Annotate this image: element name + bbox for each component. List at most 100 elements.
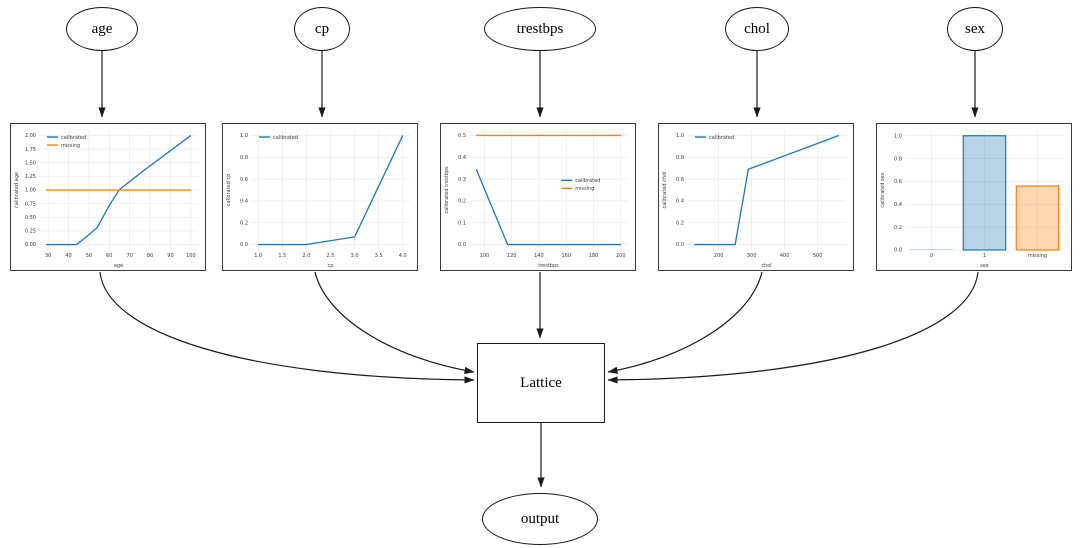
edge-cal-sex-to-lattice [607, 271, 979, 384]
svg-text:0.4: 0.4 [676, 199, 684, 205]
input-node-age-label: age [91, 20, 113, 37]
edge-cal-chol-to-lattice [607, 271, 763, 374]
svg-text:0.0: 0.0 [676, 242, 684, 248]
svg-text:100: 100 [186, 253, 196, 259]
svg-text:0.6: 0.6 [676, 177, 684, 183]
calibrator-plot-chol: 200 300 400 500 0.0 0.2 0.4 0.6 0.8 1.0 chol calibr… [658, 123, 854, 271]
svg-text:missing: missing [61, 143, 80, 149]
svg-text:160: 160 [561, 253, 571, 259]
svg-text:0.2: 0.2 [458, 199, 466, 205]
output-node: output [482, 493, 598, 545]
svg-text:0.8: 0.8 [240, 155, 248, 161]
svg-text:calibrated: calibrated [575, 178, 600, 184]
lattice-node-label: Lattice [520, 374, 562, 391]
svg-text:age: age [114, 263, 123, 269]
svg-text:chol: chol [761, 263, 771, 269]
svg-text:1.50: 1.50 [25, 160, 36, 166]
input-node-sex: sex [947, 7, 1003, 51]
svg-text:calibrated: calibrated [709, 135, 734, 141]
svg-text:50: 50 [86, 253, 92, 259]
svg-text:3.5: 3.5 [375, 253, 383, 259]
svg-text:300: 300 [747, 253, 757, 259]
svg-text:90: 90 [167, 253, 173, 259]
svg-text:0.25: 0.25 [25, 229, 36, 235]
svg-text:calibrated chol: calibrated chol [662, 171, 668, 208]
svg-text:0.6: 0.6 [894, 179, 902, 185]
svg-text:0.2: 0.2 [894, 225, 902, 231]
input-node-trestbps-label: trestbps [516, 20, 564, 37]
svg-text:calibrated trestbps: calibrated trestbps [444, 166, 450, 214]
svg-text:500: 500 [813, 253, 823, 259]
svg-text:0.75: 0.75 [25, 201, 36, 207]
svg-text:0.0: 0.0 [458, 242, 466, 248]
svg-text:1.5: 1.5 [278, 253, 286, 259]
input-node-cp-label: cp [314, 20, 330, 37]
svg-text:1.0: 1.0 [240, 133, 248, 139]
svg-text:200: 200 [616, 253, 626, 259]
svg-text:sex: sex [980, 263, 989, 269]
svg-text:cp: cp [328, 263, 334, 269]
svg-text:0.3: 0.3 [458, 177, 466, 183]
svg-text:40: 40 [65, 253, 71, 259]
calibrator-plot-sex: 0 1 missing 0.0 0.2 0.4 0.6 0.8 1.0 sex calibrated… [876, 123, 1072, 271]
svg-text:0.2: 0.2 [240, 220, 248, 226]
svg-text:2.0: 2.0 [302, 253, 310, 259]
svg-text:0.2: 0.2 [676, 220, 684, 226]
edge-cal-cp-to-lattice [314, 271, 475, 374]
svg-text:0.6: 0.6 [240, 177, 248, 183]
edge-cal-age-to-lattice [99, 271, 475, 384]
svg-text:1.0: 1.0 [254, 253, 262, 259]
svg-text:4.0: 4.0 [399, 253, 407, 259]
svg-text:calibrated sex: calibrated sex [880, 172, 886, 207]
svg-text:400: 400 [780, 253, 790, 259]
svg-text:3.0: 3.0 [351, 253, 359, 259]
svg-text:1.0: 1.0 [894, 133, 902, 139]
svg-text:0.0: 0.0 [240, 242, 248, 248]
svg-text:1: 1 [983, 253, 986, 259]
svg-text:1.0: 1.0 [676, 133, 684, 139]
svg-text:2.00: 2.00 [25, 133, 36, 139]
svg-text:30: 30 [45, 253, 51, 259]
output-node-label: output [520, 510, 560, 527]
svg-text:200: 200 [714, 253, 724, 259]
input-node-cp: cp [294, 7, 350, 51]
svg-text:missing: missing [575, 186, 594, 192]
svg-text:140: 140 [534, 253, 544, 259]
svg-text:2.5: 2.5 [327, 253, 335, 259]
input-node-sex-label: sex [965, 20, 985, 37]
svg-text:0.1: 0.1 [458, 220, 466, 226]
svg-text:120: 120 [507, 253, 517, 259]
svg-text:1.00: 1.00 [25, 188, 36, 194]
svg-text:0.4: 0.4 [894, 202, 902, 208]
svg-text:1.25: 1.25 [25, 174, 36, 180]
svg-text:missing: missing [1028, 253, 1047, 259]
svg-text:1.75: 1.75 [25, 147, 36, 153]
chart-sex: 0 1 missing 0.0 0.2 0.4 0.6 0.8 1.0 sex calibrated… [880, 130, 1064, 269]
svg-text:calibrated: calibrated [273, 135, 298, 141]
svg-text:0.0: 0.0 [894, 248, 902, 254]
lattice-node: Lattice [477, 343, 605, 423]
svg-text:0.8: 0.8 [676, 155, 684, 161]
input-node-chol-label: chol [744, 20, 770, 37]
input-node-chol: chol [725, 7, 789, 51]
svg-text:0.8: 0.8 [894, 156, 902, 162]
svg-text:100: 100 [480, 253, 490, 259]
svg-text:0.5: 0.5 [458, 133, 466, 139]
input-node-age: age [66, 7, 138, 51]
svg-text:0.4: 0.4 [458, 155, 466, 161]
svg-text:calibrated age: calibrated age [14, 172, 20, 208]
svg-text:0: 0 [930, 253, 933, 259]
input-node-trestbps: trestbps [484, 7, 596, 51]
svg-text:80: 80 [147, 253, 153, 259]
svg-text:0.50: 0.50 [25, 215, 36, 221]
svg-text:180: 180 [589, 253, 599, 259]
svg-text:60: 60 [106, 253, 112, 259]
